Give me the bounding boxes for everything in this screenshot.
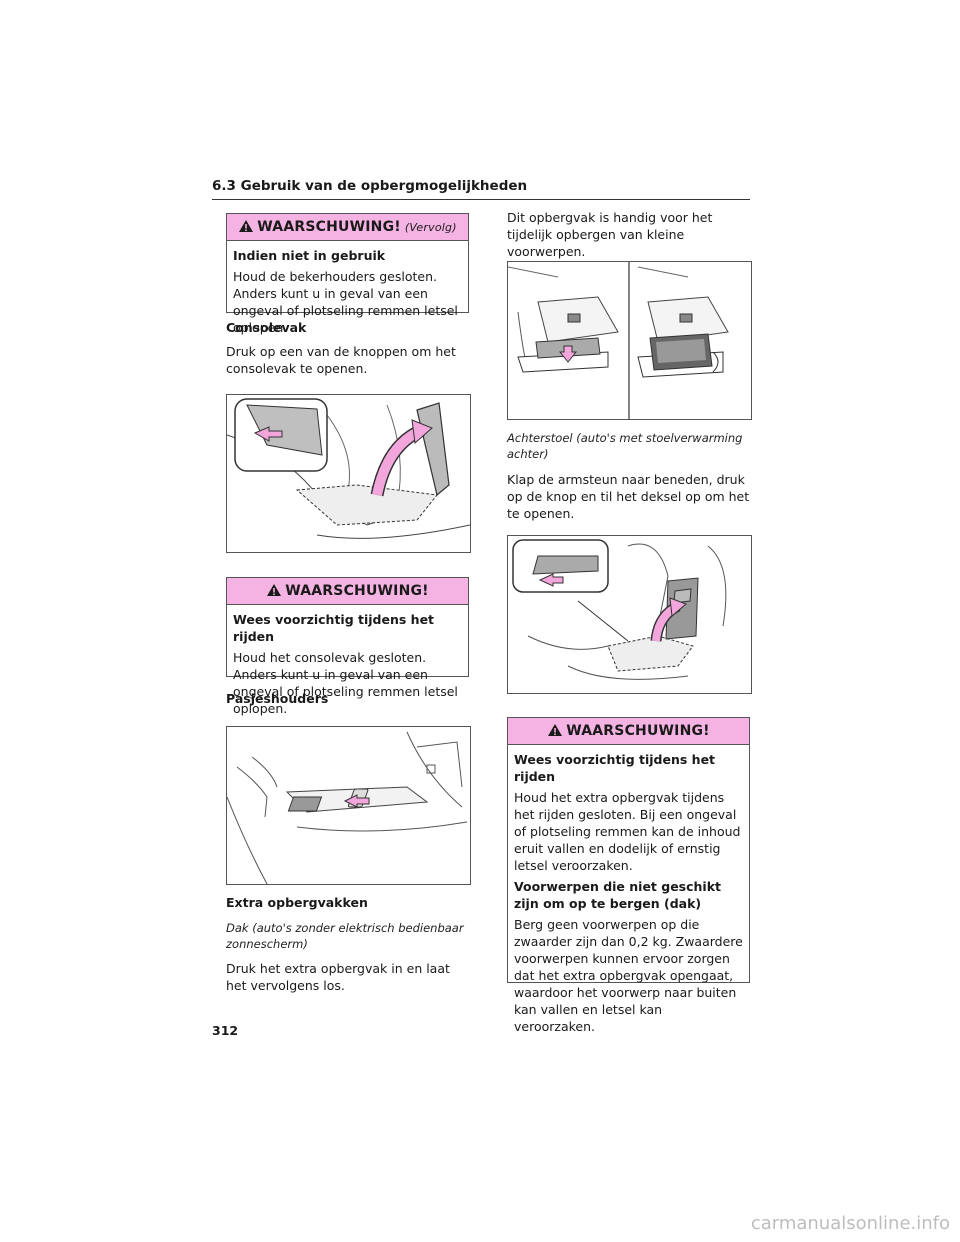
page-number: 312: [212, 1023, 239, 1038]
roof-instruction: Druk het extra opbergvak in en laat het …: [226, 961, 450, 993]
roof-caption: Dak (auto's zonder elektrisch bedienbaar…: [226, 921, 464, 951]
warning-triangle-icon: [547, 720, 563, 746]
rear-seat-instruction: Klap de armsteun naar beneden, druk op d…: [507, 472, 750, 521]
warning-title: WAARSCHUWING!: [285, 583, 429, 599]
extra-storage-heading: Extra opbergvakken: [226, 895, 368, 910]
warning-header: WAARSCHUWING!(Vervolg): [227, 214, 468, 241]
warning-text: Houd de bekerhouders gesloten. Anders ku…: [233, 269, 458, 335]
card-holder-illustration: [226, 726, 471, 885]
warning-subtitle: Wees voorzichtig tijdens het rijden: [233, 612, 435, 644]
warning-box-extra-storage: WAARSCHUWING! Wees voorzichtig tijdens h…: [507, 717, 750, 1034]
warning-header: WAARSCHUWING!: [508, 718, 749, 745]
warning-title: WAARSCHUWING!: [566, 723, 710, 739]
warning-box-console: WAARSCHUWING! Wees voorzichtig tijdens h…: [226, 577, 469, 716]
console-text: Druk op een van de knoppen om het consol…: [226, 344, 456, 376]
warning-continued-label: (Vervolg): [404, 221, 457, 234]
console-illustration: [226, 394, 471, 553]
warning-triangle-icon: [238, 216, 254, 242]
rear-seat-caption: Achterstoel (auto's met stoelverwarming …: [507, 431, 743, 461]
warning-subtitle-driving: Wees voorzichtig tijdens het rijden: [514, 752, 716, 784]
card-holder-heading: Pasjeshouders: [226, 691, 329, 706]
warning-text-items: Berg geen voorwerpen op die zwaarder zij…: [514, 917, 743, 1034]
section-divider: [212, 199, 750, 200]
warning-box-continued: WAARSCHUWING!(Vervolg) Indien niet in ge…: [226, 213, 469, 335]
console-heading: Consolevak: [226, 320, 307, 335]
rear-armrest-illustration: [507, 535, 752, 694]
watermark: carmanualsonline.info: [750, 1213, 950, 1234]
roof-storage-illustration: [507, 261, 752, 420]
warning-title: WAARSCHUWING!: [257, 219, 401, 235]
warning-subtitle: Indien niet in gebruik: [233, 248, 386, 263]
warning-subtitle-items: Voorwerpen die niet geschikt zijn om op …: [514, 879, 721, 911]
warning-triangle-icon: [266, 580, 282, 606]
warning-text-driving: Houd het extra opbergvak tijdens het rij…: [514, 790, 741, 873]
storage-intro-text: Dit opbergvak is handig voor het tijdeli…: [507, 210, 713, 259]
warning-text: Houd het consolevak gesloten. Anders kun…: [233, 650, 458, 716]
warning-header: WAARSCHUWING!: [227, 578, 468, 605]
left-column: WAARSCHUWING!(Vervolg) Indien niet in ge…: [226, 213, 469, 335]
section-title: 6.3 Gebruik van de opbergmogelijkheden: [212, 178, 528, 194]
